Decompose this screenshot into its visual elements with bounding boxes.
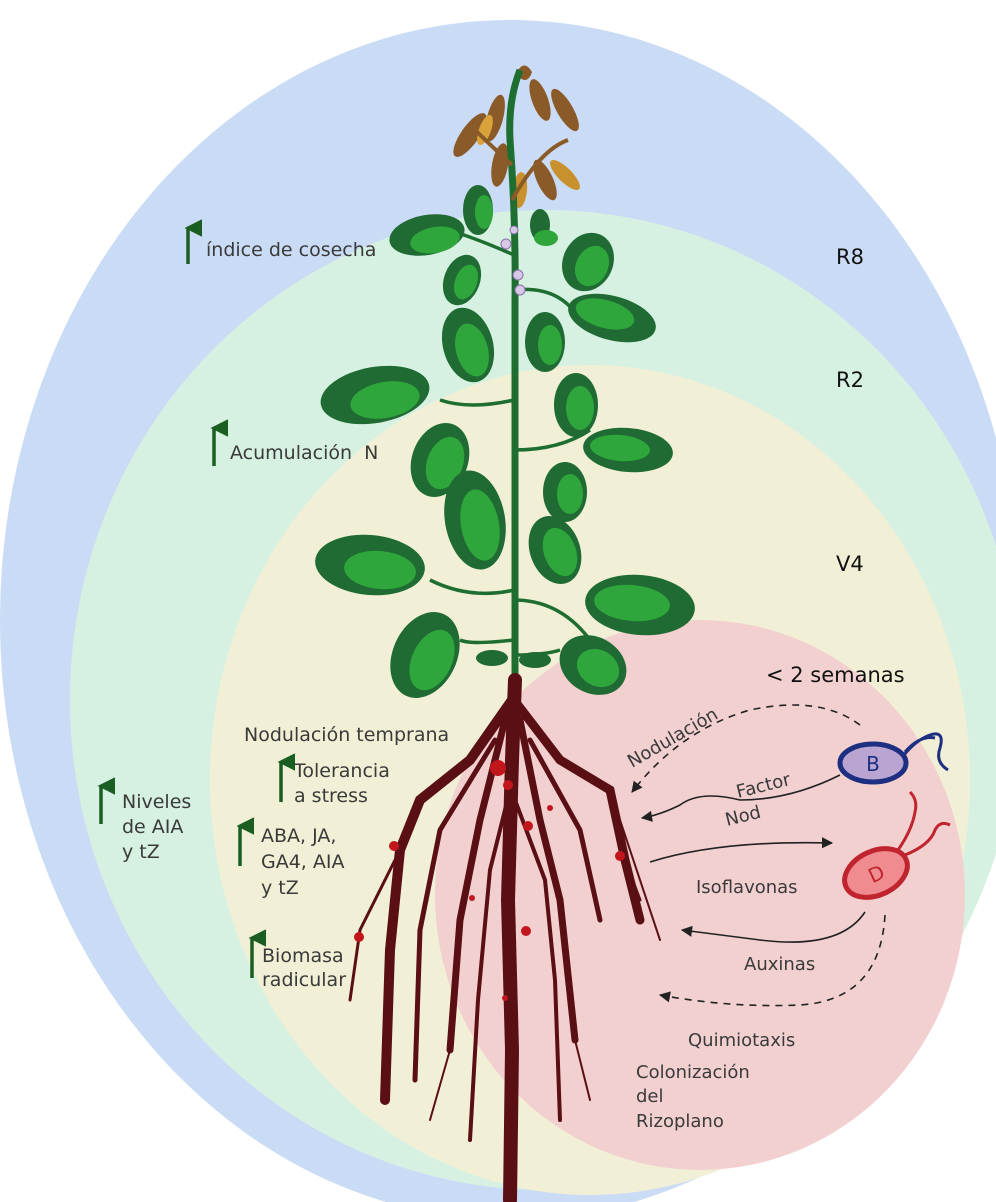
label-stress-1: Tolerancia bbox=[293, 760, 390, 782]
label-n-accumulation: Acumulación N bbox=[230, 442, 378, 464]
label-hormones-1: ABA, JA, bbox=[261, 825, 336, 847]
label-early-nodulation: Nodulación temprana bbox=[244, 724, 449, 746]
label-levels-3: y tZ bbox=[122, 841, 160, 863]
label-auxins: Auxinas bbox=[744, 954, 815, 975]
stage-label-early: < 2 semanas bbox=[766, 663, 905, 687]
stage-zones bbox=[0, 20, 996, 1202]
label-biomass-2: radicular bbox=[262, 969, 346, 991]
label-levels-1: Niveles bbox=[122, 791, 191, 813]
stage-label-r8: R8 bbox=[836, 245, 864, 269]
label-colonization-1: Colonización bbox=[636, 1062, 750, 1083]
label-hormones-3: y tZ bbox=[261, 877, 299, 899]
bacterium-b-letter: B bbox=[866, 752, 880, 776]
stage-label-r2: R2 bbox=[836, 368, 864, 392]
stage-label-v4: V4 bbox=[836, 552, 864, 576]
label-hormones-2: GA4, AIA bbox=[261, 851, 345, 873]
label-colonization-2: del bbox=[636, 1086, 664, 1107]
label-stress-2: a stress bbox=[294, 785, 368, 807]
label-colonization-3: Rizoplano bbox=[636, 1111, 724, 1132]
label-biomass-1: Biomasa bbox=[262, 945, 344, 967]
label-harvest-index: índice de cosecha bbox=[206, 239, 376, 261]
label-levels-2: de AIA bbox=[122, 816, 183, 838]
label-chemotaxis: Quimiotaxis bbox=[688, 1030, 795, 1051]
label-isoflavones: Isoflavonas bbox=[696, 877, 798, 898]
